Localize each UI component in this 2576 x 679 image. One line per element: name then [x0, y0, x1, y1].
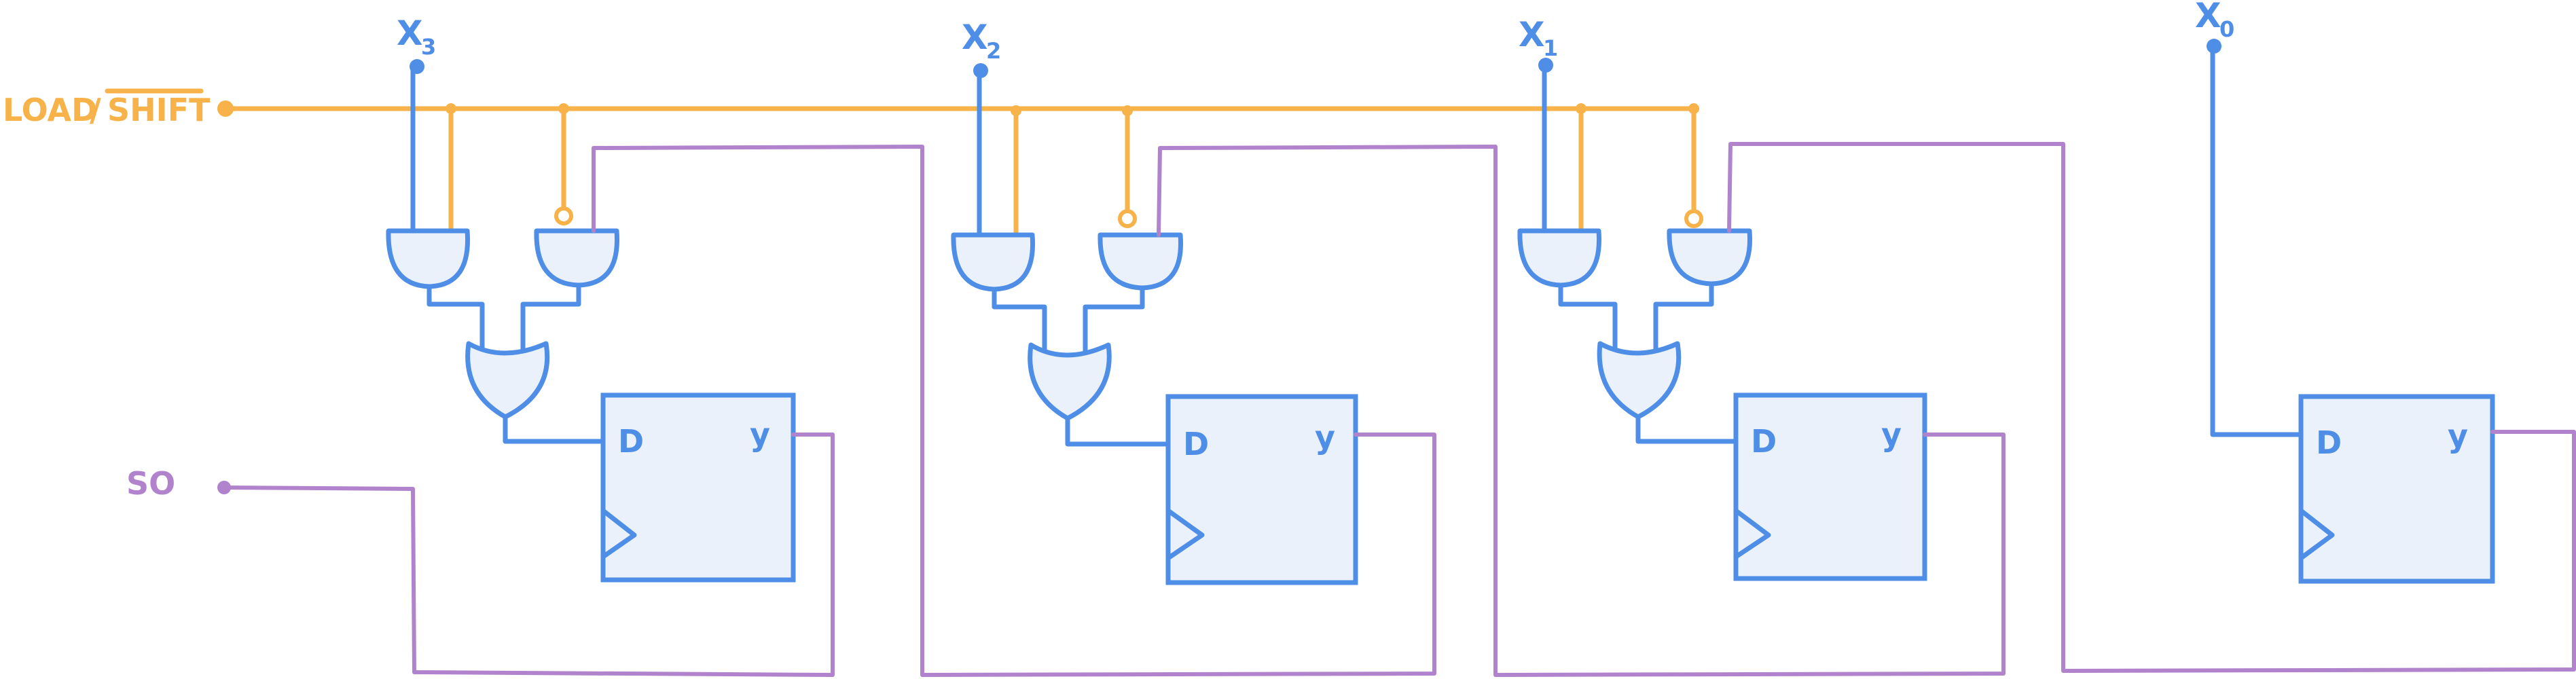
and-gate-shift — [1097, 232, 1184, 291]
clock-input — [601, 509, 637, 559]
and-gate-load — [386, 228, 471, 289]
load-shift-bus — [217, 100, 1703, 238]
x2-label: X — [962, 18, 988, 57]
inverter-bubble — [554, 206, 573, 225]
d-pin-label: D — [618, 423, 644, 460]
and-to-or-wire — [992, 287, 1047, 357]
clock-input — [1166, 509, 1205, 560]
or-gate — [1028, 342, 1112, 421]
or-to-d-wire — [1065, 416, 1171, 447]
x2-subscript: 2 — [986, 38, 1001, 64]
x0-input-wire — [2210, 45, 2304, 437]
or-to-d-wire — [1635, 414, 1739, 444]
d-flip-flop — [600, 392, 796, 583]
x3-subscript: 3 — [421, 34, 436, 60]
and-to-or-wire — [1083, 285, 1145, 357]
x1-label: X — [1519, 15, 1545, 54]
and-gate-shift — [534, 228, 620, 288]
clock-input — [1734, 509, 1771, 559]
q-pin-label: y — [2448, 418, 2468, 454]
and-gate-load — [1517, 228, 1602, 288]
input-labels: X 3 X 2 X 1 X 0 — [397, 0, 2234, 64]
shift-label: SHIFT — [107, 92, 211, 128]
clock-input — [2299, 509, 2335, 560]
serial-chain — [217, 142, 2576, 677]
inverter-bubble — [1118, 209, 1137, 228]
stage-1: D y — [1517, 228, 1927, 581]
control-terminal — [217, 100, 234, 117]
q-pin-label: y — [750, 416, 770, 453]
load-shift-label: LOAD / SHIFT — [3, 88, 211, 128]
stage-3: D y — [386, 228, 796, 583]
and-gate-load — [951, 232, 1036, 292]
or-gate — [465, 341, 550, 420]
x0-subscript: 0 — [2219, 16, 2234, 42]
x0-label: X — [2195, 0, 2221, 35]
q-pin-label: y — [1315, 419, 1335, 456]
or-to-d-wire — [503, 414, 606, 444]
d-flip-flop — [1733, 392, 1927, 581]
and-to-or-wire — [427, 284, 485, 356]
and-gate-shift — [1667, 228, 1753, 287]
x1-subscript: 1 — [1543, 35, 1558, 61]
d-flip-flop — [1165, 394, 1358, 585]
d-pin-label: D — [1751, 423, 1777, 460]
serial-input-label: SO — [126, 465, 175, 502]
slash-label: / — [90, 92, 101, 128]
q1-to-stage-0-wire — [1727, 142, 2576, 673]
inverter-bubble — [1684, 209, 1703, 228]
and-to-or-wire — [1653, 281, 1714, 354]
parallel-inputs — [410, 39, 2304, 437]
stage-2: D y — [951, 232, 1358, 585]
d-pin-label: D — [2316, 424, 2342, 461]
stage-0: D y — [2298, 394, 2495, 584]
q2-to-stage-1-wire — [1157, 145, 2006, 677]
d-pin-label: D — [1183, 426, 1209, 462]
and-to-or-wire — [520, 282, 581, 356]
and-to-or-wire — [1558, 282, 1618, 354]
or-gate — [1597, 341, 1682, 420]
q3-to-stage-2-wire — [592, 145, 1436, 677]
q-pin-label: y — [1881, 416, 1902, 453]
d-flip-flop — [2298, 394, 2495, 584]
load-label: LOAD — [3, 92, 97, 128]
x3-label: X — [397, 14, 423, 53]
